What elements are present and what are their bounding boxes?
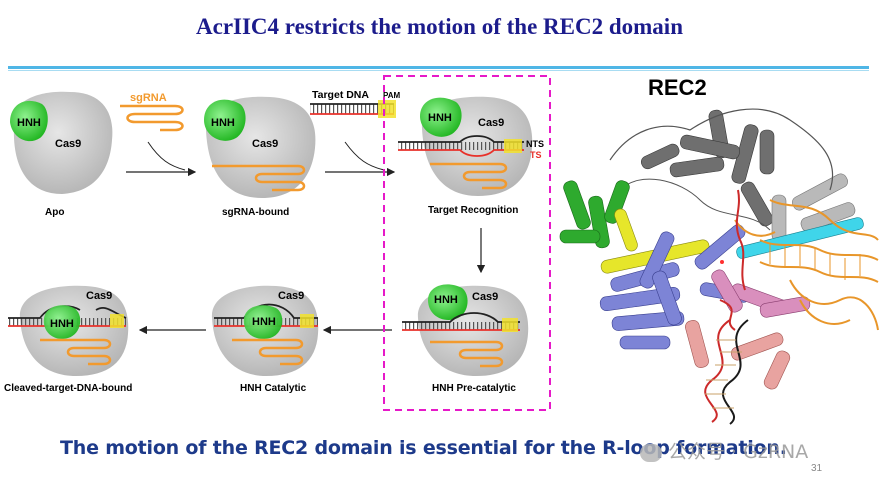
target-dna-label: Target DNA <box>312 89 369 101</box>
cas9-label-sgrna: Cas9 <box>252 138 278 150</box>
state-apo: HNH Cas9 Apo <box>10 91 113 218</box>
watermark: 公众号 · GzRNA <box>640 437 808 464</box>
cas9-label-catalytic: Cas9 <box>278 290 304 302</box>
title-divider-shadow <box>8 70 869 71</box>
hnh-domain-apo <box>10 100 48 142</box>
ts-label: TS <box>530 150 542 160</box>
state-label-cleaved: Cleaved-target-DNA-bound <box>4 383 132 394</box>
hnh-label-pre: HNH <box>434 294 458 306</box>
cas9-label-apo: Cas9 <box>55 138 81 150</box>
title-divider <box>8 66 869 69</box>
state-cleaved: HNH Cas9 Cleaved-target-DNA-bound <box>4 285 132 394</box>
hnh-label-target: HNH <box>428 112 452 124</box>
pam-label: PAM <box>383 91 401 100</box>
sgrna-strand-free: sgRNA <box>120 92 184 132</box>
nts-label: NTS <box>526 139 544 149</box>
arrow-apo-to-sgrna <box>126 141 197 177</box>
cas9-label-pre: Cas9 <box>472 291 498 303</box>
state-sgrna-bound: HNH Cas9 sgRNA-bound <box>204 96 316 218</box>
target-dna-free: Target DNA PAM <box>310 89 401 118</box>
slide-title: AcrIIC4 restricts the motion of the REC2… <box>196 14 683 39</box>
state-label-target-recognition: Target Recognition <box>428 205 518 216</box>
cas9-label-cleaved: Cas9 <box>86 290 112 302</box>
rec2-label: REC2 <box>648 75 707 100</box>
state-hnh-catalytic: HNH Cas9 HNH Catalytic <box>211 285 319 394</box>
hnh-label-apo: HNH <box>17 117 41 129</box>
wechat-icon <box>640 443 662 462</box>
rec2-structure-image: REC2 <box>559 75 879 425</box>
sgrna-label: sgRNA <box>130 92 167 104</box>
state-hnh-pre-catalytic: HNH Cas9 HNH Pre-catalytic <box>402 284 529 394</box>
state-label-hnh-pre: HNH Pre-catalytic <box>432 383 516 394</box>
highlight-box <box>383 75 551 411</box>
hnh-label-cleaved: HNH <box>50 318 74 330</box>
slide-footer: The motion of the REC2 domain is essenti… <box>60 437 787 459</box>
state-label-apo: Apo <box>45 207 64 218</box>
state-target-recognition: HNH Cas9 NTS TS Target Recognition <box>398 96 544 216</box>
arrow-sgrna-to-target <box>325 141 396 177</box>
state-label-hnh-catalytic: HNH Catalytic <box>240 383 307 394</box>
watermark-text: 公众号 · GzRNA <box>668 441 809 463</box>
hnh-label-sgrna: HNH <box>211 117 235 129</box>
page-number: 31 <box>811 463 823 474</box>
cas9-label-target: Cas9 <box>478 117 504 129</box>
hnh-label-catalytic: HNH <box>252 316 276 328</box>
state-label-sgrna-bound: sgRNA-bound <box>222 207 289 218</box>
